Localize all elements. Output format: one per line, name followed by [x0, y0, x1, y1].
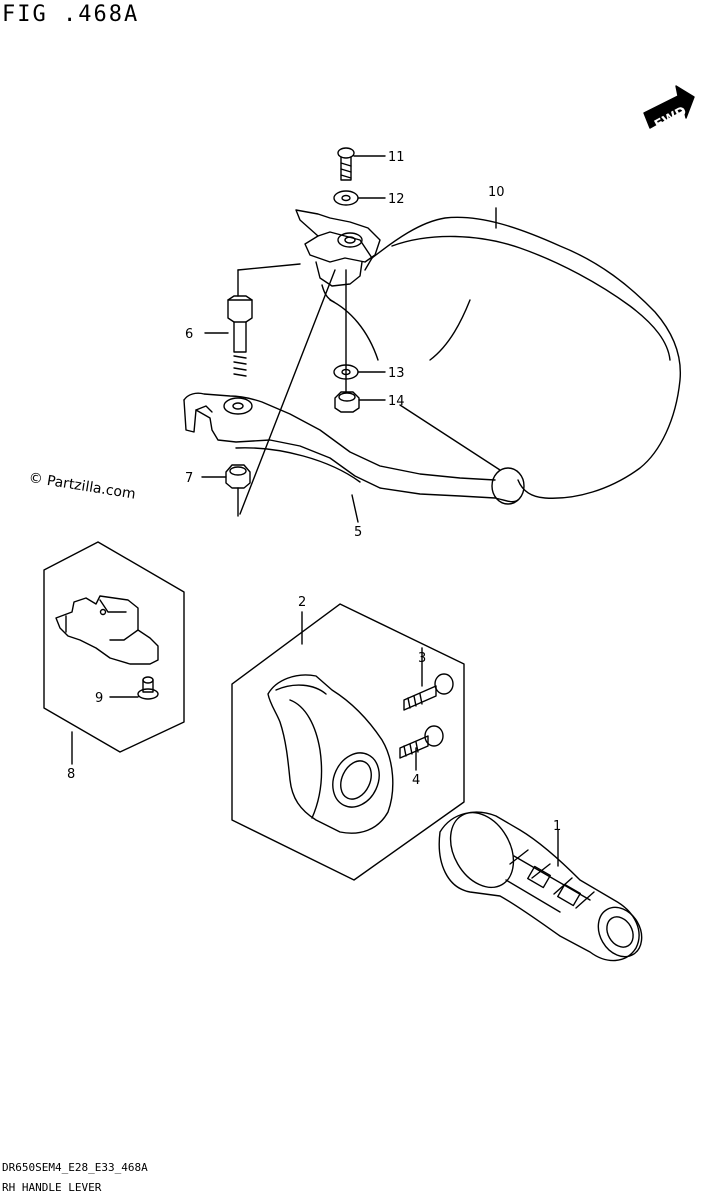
nut-14 [334, 391, 386, 413]
nut-7 [201, 464, 251, 489]
callout-3: 3 [418, 651, 426, 666]
callout-1: 1 [553, 819, 561, 834]
washer-13 [333, 364, 386, 380]
screw-11 [337, 147, 386, 181]
callout-11: 11 [388, 150, 405, 165]
screw-9 [109, 676, 159, 700]
callout-9: 9 [95, 691, 103, 706]
footer-code: DR650SEM4_E28_E33_468A [2, 1161, 148, 1174]
screw-4 [399, 725, 444, 771]
hand-guard [364, 216, 682, 499]
screw-3 [403, 647, 454, 711]
fwd-arrow-icon [643, 85, 695, 129]
clutch-lever-5 [183, 392, 525, 505]
callout-10: 10 [488, 185, 505, 200]
callout-12: 12 [388, 192, 405, 207]
switch-group-box [43, 541, 185, 765]
callout-13: 13 [388, 366, 405, 381]
callout-14: 14 [388, 394, 405, 409]
throttle-housing-2 [267, 674, 394, 834]
callout-6: 6 [185, 327, 193, 342]
callout-7: 7 [185, 471, 193, 486]
callout-8: 8 [67, 767, 75, 782]
clutch-switch-8 [55, 595, 159, 665]
figure-title: FIG .468A [2, 2, 140, 27]
callout-4: 4 [412, 773, 420, 788]
callout-2: 2 [298, 595, 306, 610]
throttle-grip-1 [438, 811, 643, 962]
throttle-housing-group-box [231, 603, 465, 881]
footer-name: RH HANDLE LEVER [2, 1181, 102, 1194]
callout-5: 5 [354, 525, 362, 540]
washer-12 [333, 190, 386, 206]
pivot-bolt-6 [204, 295, 253, 377]
